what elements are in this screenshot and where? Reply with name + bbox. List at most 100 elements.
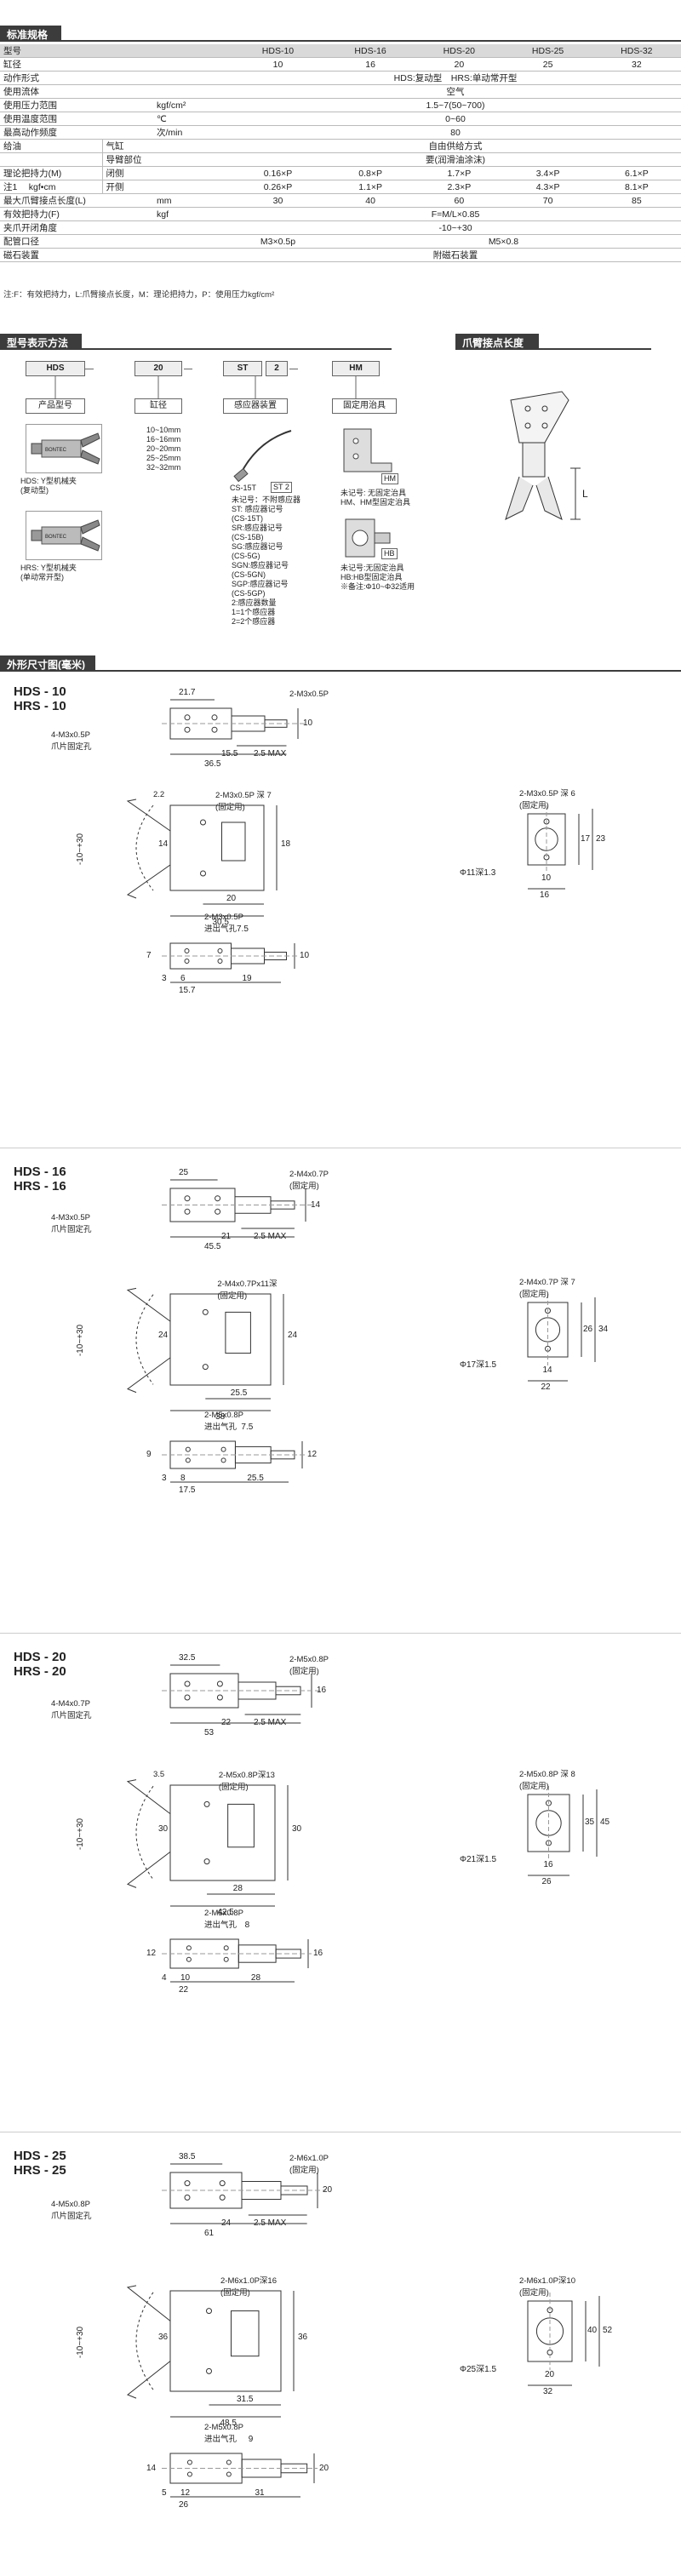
dim-mid-d2: 30.5 bbox=[212, 918, 229, 927]
brand-mark-2: BONTEC bbox=[45, 535, 67, 540]
dim-bot-port: 2-M3x0.5P 进出气孔 bbox=[204, 913, 243, 934]
dim-mid-angle: -10~+30 bbox=[76, 1325, 86, 1357]
dim-bot-total: 17.5 bbox=[179, 1485, 196, 1495]
spec-note: 注:F：有效把持力，L:爪臂接点长度，M：理论把持力，P：使用压力kgf/cm² bbox=[3, 290, 275, 300]
spec-cell bbox=[102, 98, 153, 112]
spec-cell: 使用流体 bbox=[0, 84, 102, 99]
dim-side-phi: Φ17深1.5 bbox=[460, 1360, 497, 1371]
dim-side-w1: 16 bbox=[543, 1859, 553, 1869]
sensor-caption: CS-15T bbox=[230, 484, 257, 492]
spec-cell: 3.4×P bbox=[503, 166, 592, 180]
spec-cell: 注1 kgf•cm bbox=[0, 180, 102, 194]
spec-header-label: 型号 bbox=[0, 44, 230, 58]
sensor-tag: ST 2 bbox=[271, 482, 292, 493]
spec-cell: 闭侧 bbox=[101, 166, 153, 180]
spec-cell: 2.3×P bbox=[415, 180, 504, 194]
dim-bot-port: 2-M5x0.8P 进出气孔 bbox=[204, 2423, 243, 2444]
spec-cell: 40 bbox=[325, 193, 415, 208]
spec-row: 夹爪开闭角度-10~+30 bbox=[0, 220, 681, 235]
dim-top-h: 16 bbox=[317, 1686, 327, 1695]
spec-cell: 6.1×P bbox=[592, 166, 681, 180]
dim-mid-d2: 38 bbox=[215, 1411, 226, 1422]
dim-top-total: 61 bbox=[204, 2229, 215, 2238]
dim-mid-d1: 31.5 bbox=[237, 2394, 254, 2404]
spec-cell: kgf bbox=[153, 207, 230, 221]
hrs-caption: HRS: Y型机械夹 (单动常开型) bbox=[20, 564, 77, 581]
hm-mount-icon bbox=[343, 428, 392, 472]
dim-bot-d1: 3 bbox=[162, 974, 167, 983]
dim-top-width: 38.5 bbox=[179, 2152, 196, 2161]
spec-cell bbox=[0, 152, 102, 167]
dim-top-width: 21.7 bbox=[179, 688, 196, 697]
spec-cell bbox=[153, 57, 230, 72]
spec-cell bbox=[153, 84, 230, 99]
spec-cell: 导臂部位 bbox=[101, 152, 153, 167]
dim-mid-port: 2-M3x0.5P 深 7 (固定用) bbox=[215, 791, 272, 812]
spec-header-model: HDS-25 bbox=[503, 44, 592, 58]
dim-side-h2: 45 bbox=[600, 1818, 610, 1828]
spec-row: 磁石装置附磁石装置 bbox=[0, 248, 681, 262]
dim-bot-total: 22 bbox=[179, 1985, 189, 1995]
dim-bot-d2: 10 bbox=[180, 1973, 191, 1983]
dim-bot-d2: 8 bbox=[180, 1474, 186, 1483]
spec-cell: M5×0.8 bbox=[325, 234, 681, 249]
dim-side-phi: Φ25深1.5 bbox=[460, 2364, 497, 2374]
spec-cell: 85 bbox=[592, 193, 681, 208]
angle-view-drawing bbox=[126, 799, 278, 917]
spec-cell bbox=[102, 220, 153, 235]
dims-model-title: HDS - 20 HRS - 20 bbox=[14, 1650, 66, 1679]
spec-cell bbox=[102, 84, 153, 99]
model-section-bar bbox=[0, 348, 392, 350]
spec-cell: 0~60 bbox=[230, 112, 681, 126]
side-view-drawing bbox=[527, 1294, 596, 1382]
dim-bot-d3: 31 bbox=[255, 2488, 265, 2498]
dim-bot-port: 2-M5x0.8P 进出气孔 bbox=[204, 1909, 243, 1930]
dim-mid-h2: 18 bbox=[281, 839, 291, 849]
spec-cell: 0.16×P bbox=[230, 166, 326, 180]
angle-view-drawing bbox=[126, 1287, 284, 1411]
dims-section-bar bbox=[0, 670, 681, 672]
contact-section-bar bbox=[455, 348, 651, 350]
dim-top-total: 53 bbox=[204, 1728, 215, 1737]
contact-length-diagram: L bbox=[505, 391, 588, 520]
spec-cell bbox=[153, 234, 230, 249]
top-view-drawing bbox=[162, 1664, 320, 1724]
spec-cell: 气缸 bbox=[101, 139, 153, 153]
dim-mid-d2: 42.5 bbox=[217, 1907, 234, 1917]
spec-cell bbox=[102, 234, 153, 249]
spec-cell bbox=[153, 166, 230, 180]
gripper-product-icon: BONTEC bbox=[31, 432, 100, 465]
bottom-view-drawing bbox=[162, 942, 298, 983]
dim-mid-d1: 25.5 bbox=[230, 1388, 248, 1398]
dim-mid-port: 2-M4x0.7Px11深 (固定用) bbox=[217, 1279, 278, 1301]
spec-cell: 磁石装置 bbox=[0, 248, 102, 262]
dim-mid-h1: 30 bbox=[158, 1823, 169, 1834]
label-mount: 固定用治具 bbox=[332, 398, 397, 414]
spec-cell: 动作形式 bbox=[0, 71, 102, 85]
spec-cell: 60 bbox=[415, 193, 504, 208]
dim-side-w2: 26 bbox=[541, 1876, 552, 1886]
spec-row: 给油气缸自由供给方式 bbox=[0, 139, 681, 153]
dim-bot-h2: 20 bbox=[319, 2463, 329, 2473]
dims-model-title: HDS - 10 HRS - 10 bbox=[14, 684, 66, 713]
code-dash-3: — bbox=[289, 364, 298, 374]
spec-row: 导臂部位要(润滑油涂沫) bbox=[0, 152, 681, 167]
dim-mid-h1: 36 bbox=[158, 2332, 169, 2342]
spec-cell bbox=[153, 152, 230, 167]
dim-side-h1: 40 bbox=[587, 2326, 598, 2336]
spec-header-model: HDS-16 bbox=[325, 44, 415, 58]
spec-cell bbox=[153, 139, 230, 153]
bore-list: 10~10mm 16~16mm 20~20mm 25~25mm 32~32mm bbox=[146, 426, 181, 472]
spec-cell: kgf/cm² bbox=[153, 98, 230, 112]
dim-mid-angle: -10~+30 bbox=[76, 833, 86, 866]
dim-side-phi: Φ21深1.5 bbox=[460, 1854, 497, 1864]
dim-side-w2: 16 bbox=[540, 890, 550, 900]
